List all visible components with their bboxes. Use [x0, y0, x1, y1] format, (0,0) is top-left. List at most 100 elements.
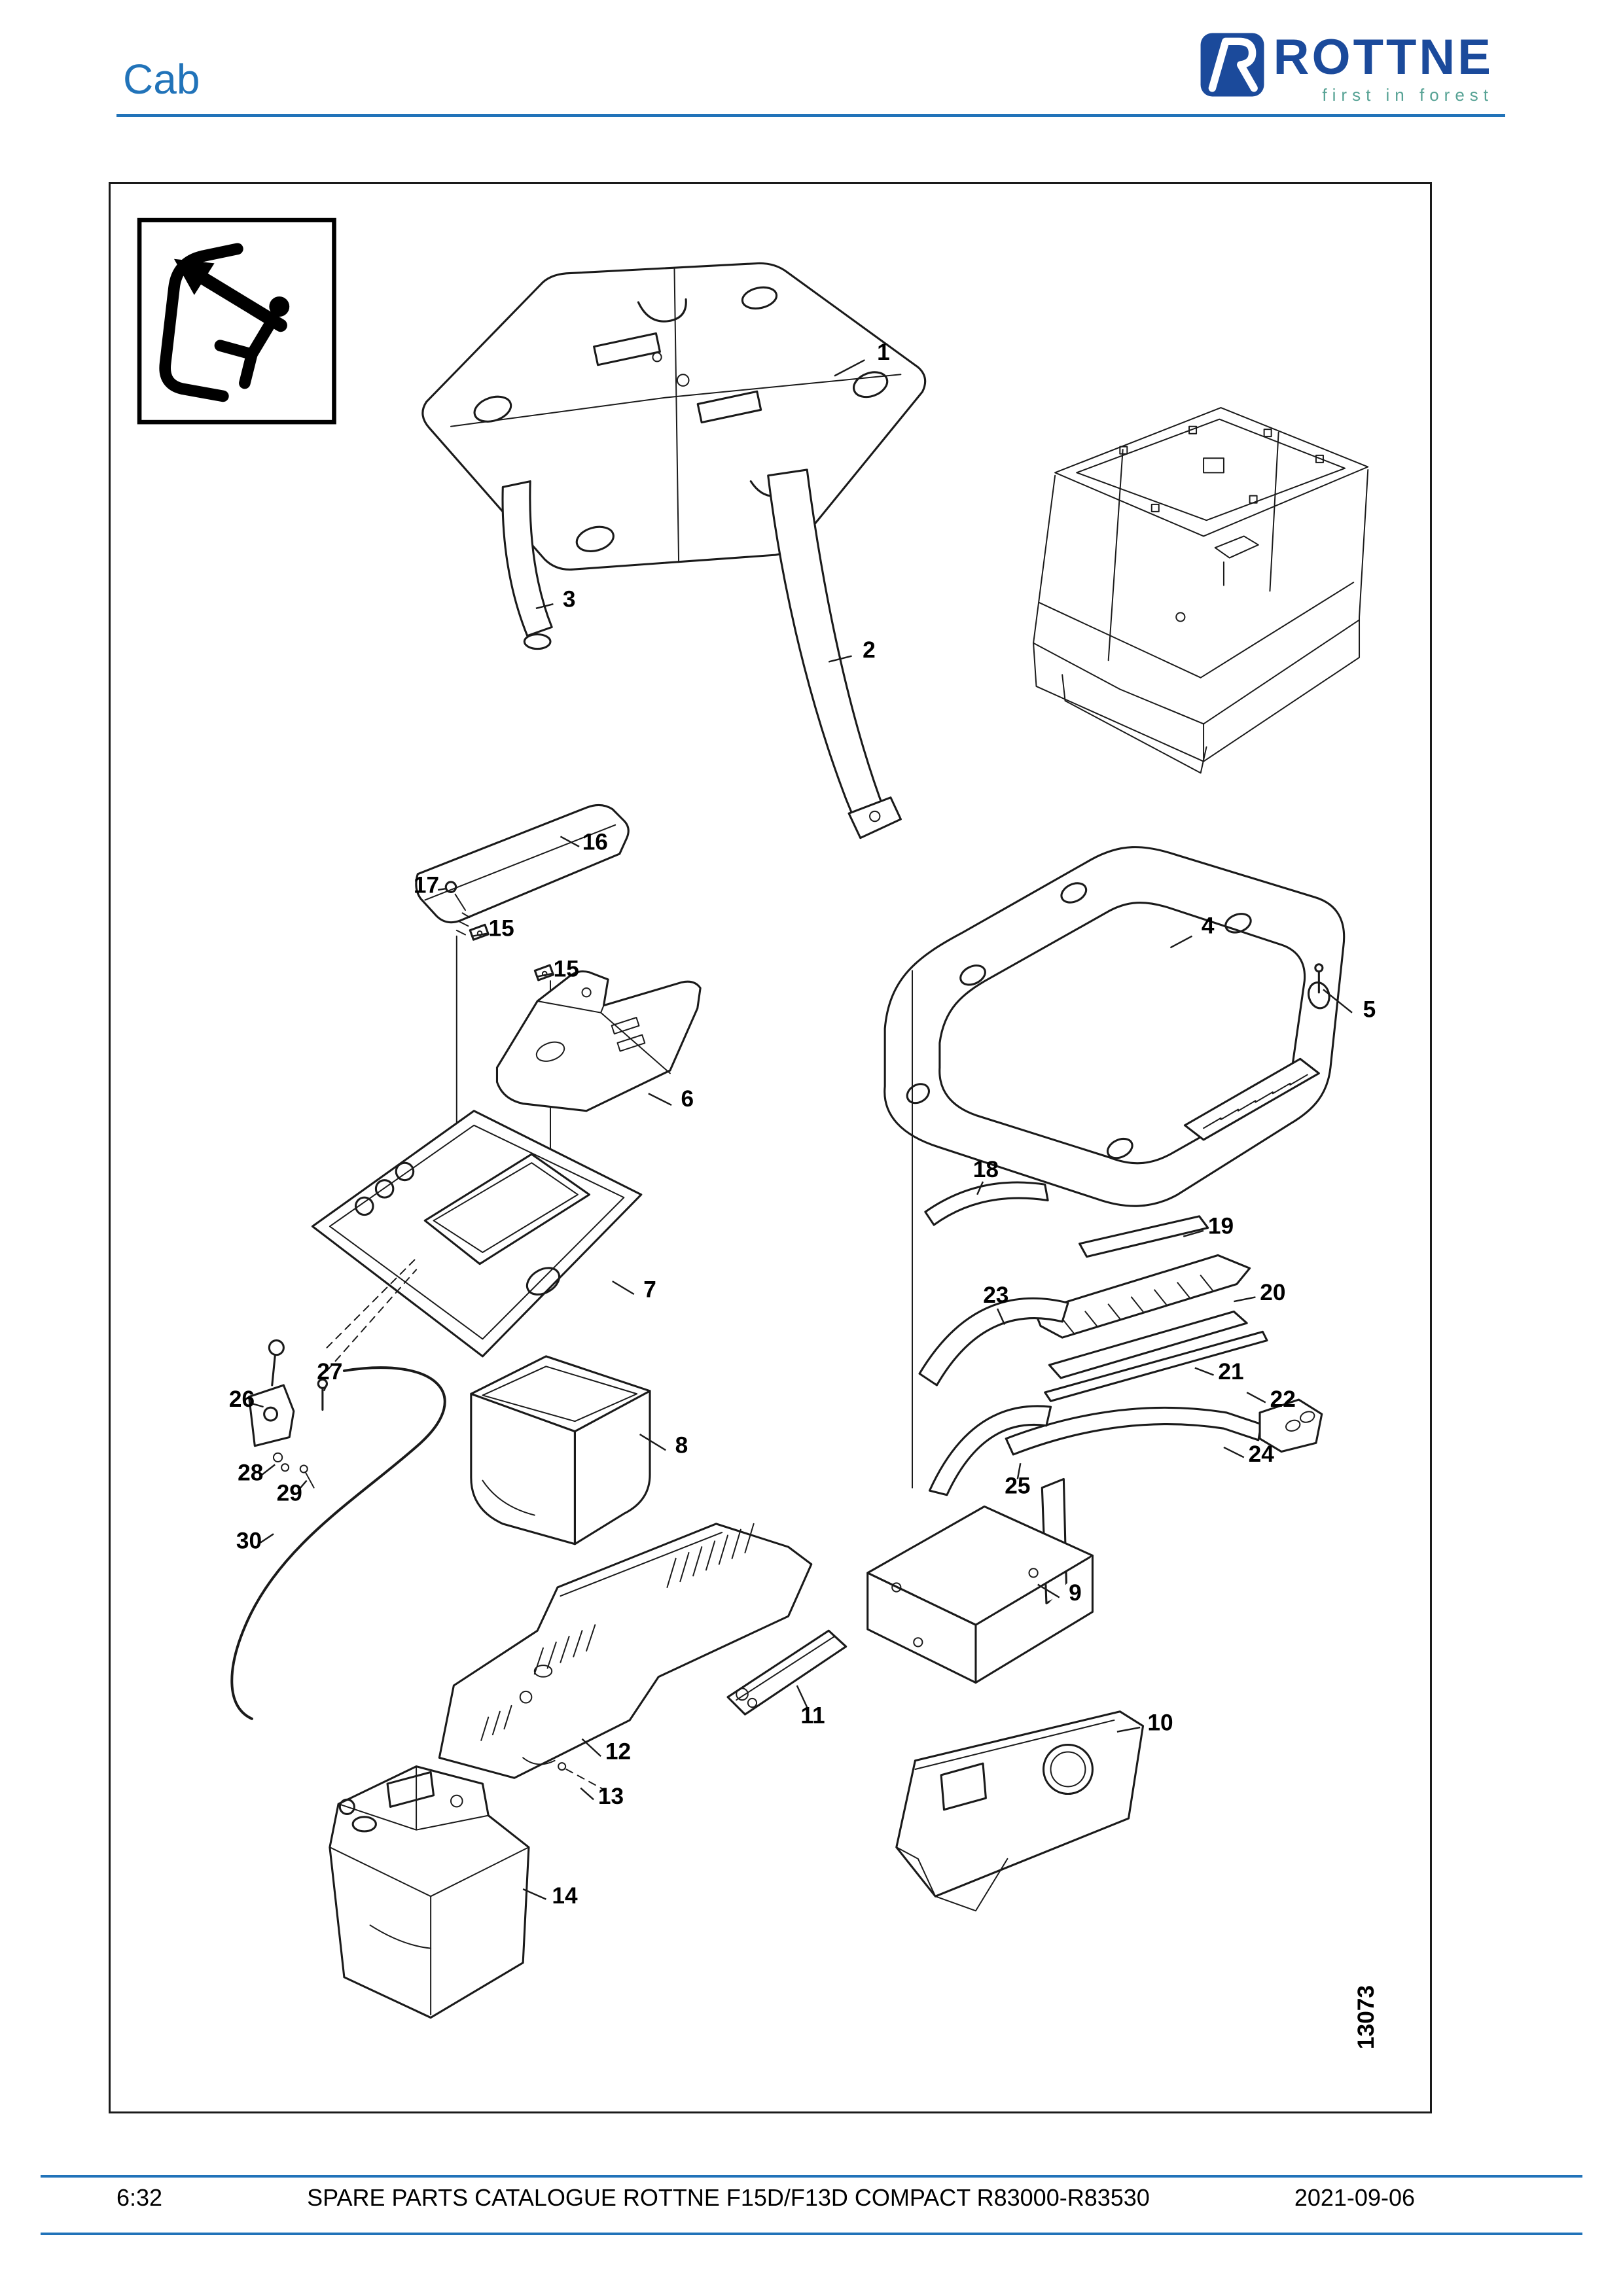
logo-name: ROTTNE [1273, 29, 1493, 85]
callout-leader-16 [560, 836, 580, 847]
part-callout-29: 29 [277, 1481, 302, 1506]
callout-leader-13 [580, 1787, 594, 1801]
part-callout-23: 23 [983, 1282, 1008, 1308]
callout-leader-9 [1037, 1583, 1060, 1598]
part-callout-26: 26 [229, 1386, 255, 1412]
part-callout-18: 18 [973, 1157, 999, 1182]
callout-leader-2 [828, 655, 852, 663]
figure-number: 13073 [1353, 1985, 1379, 2049]
part-25-arch-strip [928, 1405, 1052, 1496]
part-13-screw [558, 1762, 605, 1790]
callout-leader-30 [260, 1533, 274, 1544]
part-callout-21: 21 [1218, 1359, 1243, 1385]
part-callout-24: 24 [1249, 1441, 1275, 1467]
part-callout-15: 15 [554, 956, 579, 981]
part-9-bracket [866, 1477, 1094, 1684]
part-callout-9: 9 [1069, 1580, 1082, 1606]
part-callout-19: 19 [1208, 1213, 1234, 1239]
footer-rule-bottom [41, 2233, 1582, 2235]
part-callout-17: 17 [414, 872, 439, 898]
part-callout-22: 22 [1270, 1386, 1296, 1412]
part-callout-3: 3 [563, 587, 576, 612]
logo-tagline: first in forest [1322, 84, 1493, 105]
callout-leader-5 [1323, 989, 1353, 1014]
part-7-floor-panel [311, 1110, 643, 1371]
footer-page-number: 6:32 [116, 2184, 163, 2211]
part-16-armrest-lid [415, 804, 630, 924]
part-2-pillar [767, 468, 902, 839]
part-1-roof-panel [421, 262, 927, 571]
rottne-logo: ROTTNE first in forest [1199, 31, 1493, 105]
part-5-pin [1314, 963, 1324, 994]
callout-leader-19 [1183, 1229, 1204, 1237]
part-callout-30: 30 [236, 1528, 262, 1553]
part-callout-12: 12 [605, 1739, 631, 1765]
part-callout-25: 25 [1005, 1473, 1030, 1498]
callout-leader-1 [834, 359, 865, 377]
part-3-pillar [501, 480, 553, 650]
cab-door-hazard-icon [137, 217, 336, 425]
part-callout-7: 7 [643, 1277, 656, 1302]
callout-leader-17 [437, 887, 447, 891]
callout-leader-20 [1234, 1296, 1256, 1303]
part-22-trim-strip [1044, 1330, 1268, 1402]
footer: 6:32 SPARE PARTS CATALOGUE ROTTNE F15D/F… [41, 2184, 1582, 2212]
part-callout-14: 14 [552, 1883, 578, 1909]
callout-leader-21 [1194, 1367, 1214, 1376]
part-callout-6: 6 [681, 1086, 694, 1112]
part-11-strip [726, 1629, 847, 1716]
callout-leader-14 [522, 1888, 546, 1900]
part-callout-16: 16 [582, 829, 608, 855]
footer-title: SPARE PARTS CATALOGUE ROTTNE F15D/F13D C… [307, 2184, 1150, 2211]
part-6-console [495, 970, 702, 1112]
part-12-side-panel [438, 1523, 813, 1779]
part-callout-10: 10 [1147, 1710, 1173, 1735]
callout-leader-6 [648, 1093, 672, 1106]
part-callout-15: 15 [488, 916, 514, 942]
part-callout-2: 2 [863, 637, 876, 663]
part-14-cover [329, 1765, 530, 2019]
footer-rule-top [41, 2175, 1582, 2178]
part-callout-20: 20 [1260, 1280, 1285, 1305]
part-17-screw [444, 881, 471, 936]
part-8-storage-box [470, 1355, 651, 1545]
part-callout-27: 27 [317, 1359, 342, 1385]
callout-leader-11 [796, 1685, 808, 1708]
assembled-cab-view [1033, 407, 1369, 774]
callout-leader-23 [996, 1308, 1006, 1325]
part-20-trim-strip [1033, 1254, 1251, 1339]
callout-leader-27 [323, 1383, 328, 1392]
part-23-arch-strip [918, 1297, 1069, 1386]
part-26-29-hardware [247, 1339, 329, 1489]
exploded-diagram: 1234567891011121314151516171819202122232… [137, 217, 1379, 2049]
part-24-trim-strip [1005, 1398, 1323, 1456]
callout-leader-15 [537, 972, 552, 978]
part-callout-1: 1 [877, 340, 890, 365]
part-callout-11: 11 [800, 1703, 825, 1728]
header-rule [116, 114, 1505, 117]
footer-date: 2021-09-06 [1294, 2184, 1415, 2211]
part-21-trim-strip [1048, 1310, 1248, 1379]
callout-leader-15 [472, 932, 489, 937]
callout-leader-18 [976, 1181, 984, 1195]
part-4-roof-frame [883, 846, 1346, 1207]
page-title: Cab [123, 56, 200, 103]
part-19-trim-strip [1079, 1215, 1209, 1258]
callout-leader-22 [1246, 1391, 1266, 1404]
callout-leader-3 [535, 603, 554, 609]
part-30-cable [230, 1366, 446, 1720]
part-callout-28: 28 [238, 1460, 263, 1486]
part-callout-8: 8 [675, 1433, 688, 1458]
callout-leader-12 [581, 1738, 601, 1757]
callout-leader-4 [1169, 935, 1193, 949]
callout-leader-28 [261, 1464, 276, 1475]
callout-leader-10 [1116, 1726, 1141, 1733]
part-callout-13: 13 [598, 1784, 624, 1809]
callout-leader-29 [297, 1479, 308, 1491]
callout-leader-7 [612, 1280, 635, 1296]
part-callout-5: 5 [1363, 997, 1376, 1022]
callout-leader-25 [1016, 1462, 1022, 1479]
part-callout-4: 4 [1202, 913, 1215, 938]
rottne-logo-mark-icon [1200, 33, 1264, 97]
